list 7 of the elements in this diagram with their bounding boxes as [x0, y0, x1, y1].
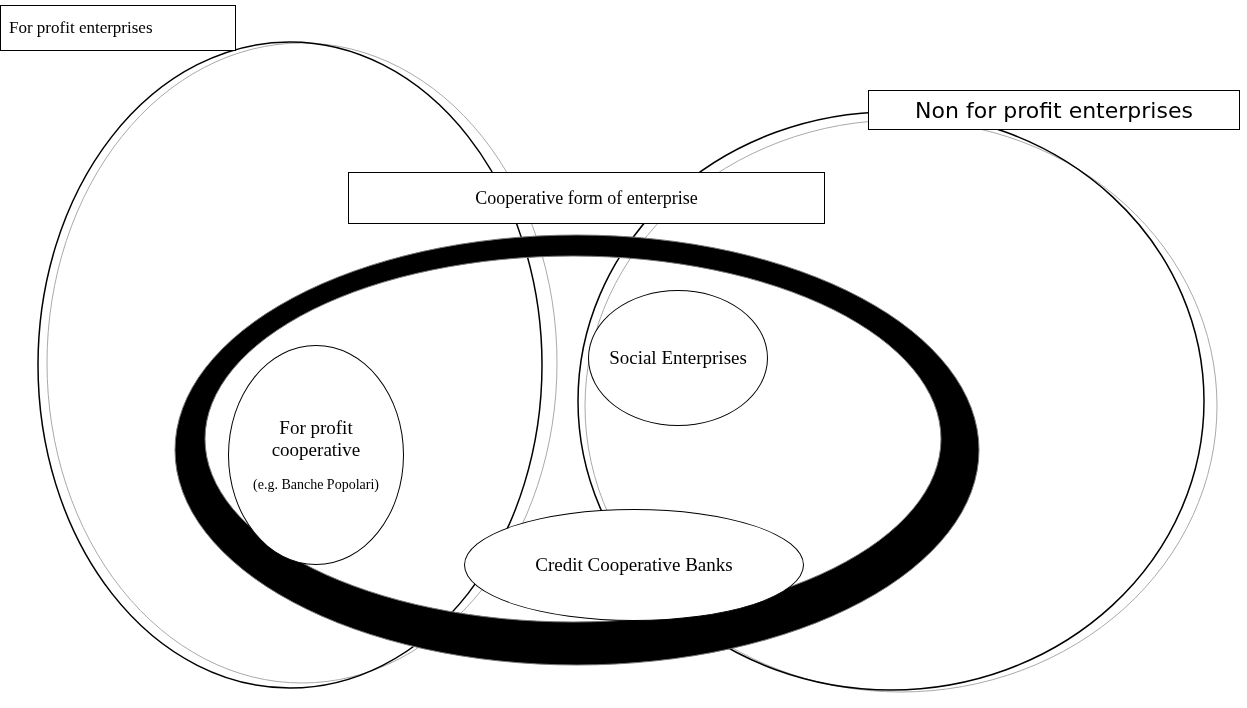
example-note: (e.g. Banche Popolari)	[252, 476, 380, 493]
node-label: For profit cooperative	[270, 417, 362, 461]
heading-label: Cooperative form of enterprise	[475, 187, 698, 209]
node-label: Credit Cooperative Banks	[534, 554, 734, 576]
heading-label: For profit enterprises	[9, 18, 153, 38]
node-label: Social Enterprises	[608, 347, 748, 369]
heading-label: Non for profit enterprises	[915, 97, 1193, 123]
